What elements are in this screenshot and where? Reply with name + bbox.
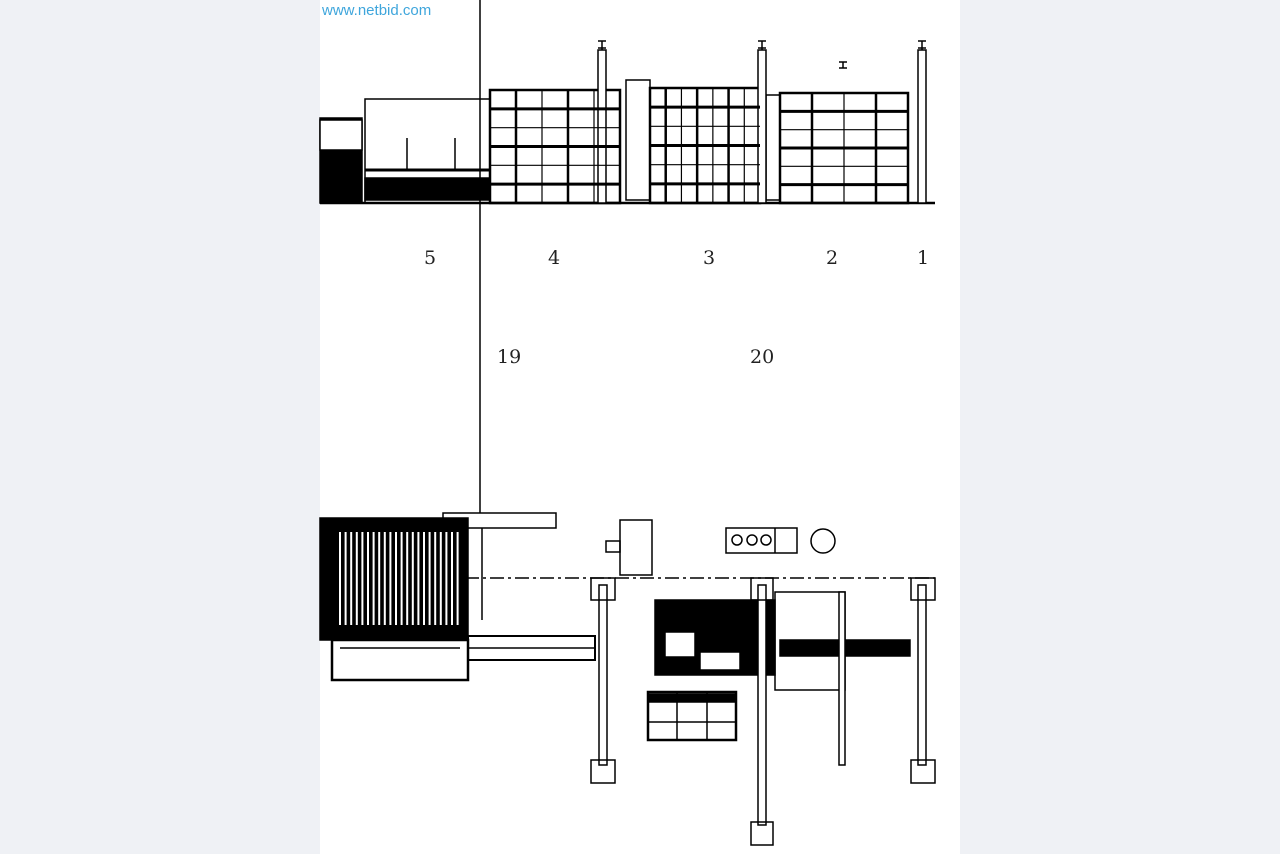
label-5: 5 [424,247,436,269]
tank-unit [725,527,798,554]
label-19: 19 [497,346,521,368]
cabinet [625,79,651,201]
pillar [598,584,608,766]
label-3: 3 [703,247,715,269]
round-tank [810,528,836,554]
label-2: 2 [826,247,838,269]
label-20: 20 [750,346,774,368]
label-4: 4 [548,247,560,269]
loading-table [330,638,470,682]
plan-view [319,0,936,846]
column [917,49,927,204]
control-box [619,519,653,576]
pillar [917,584,927,766]
table [646,690,738,742]
drawing-sheet [320,0,960,854]
label-1: 1 [917,247,929,269]
watermark: www.netbid.com [322,2,432,19]
pillar [757,584,767,826]
column [597,49,607,204]
elevation-view [319,40,935,205]
overhead-box [442,512,557,529]
section-labels: 5 4 3 2 1 19 20 [424,247,929,368]
